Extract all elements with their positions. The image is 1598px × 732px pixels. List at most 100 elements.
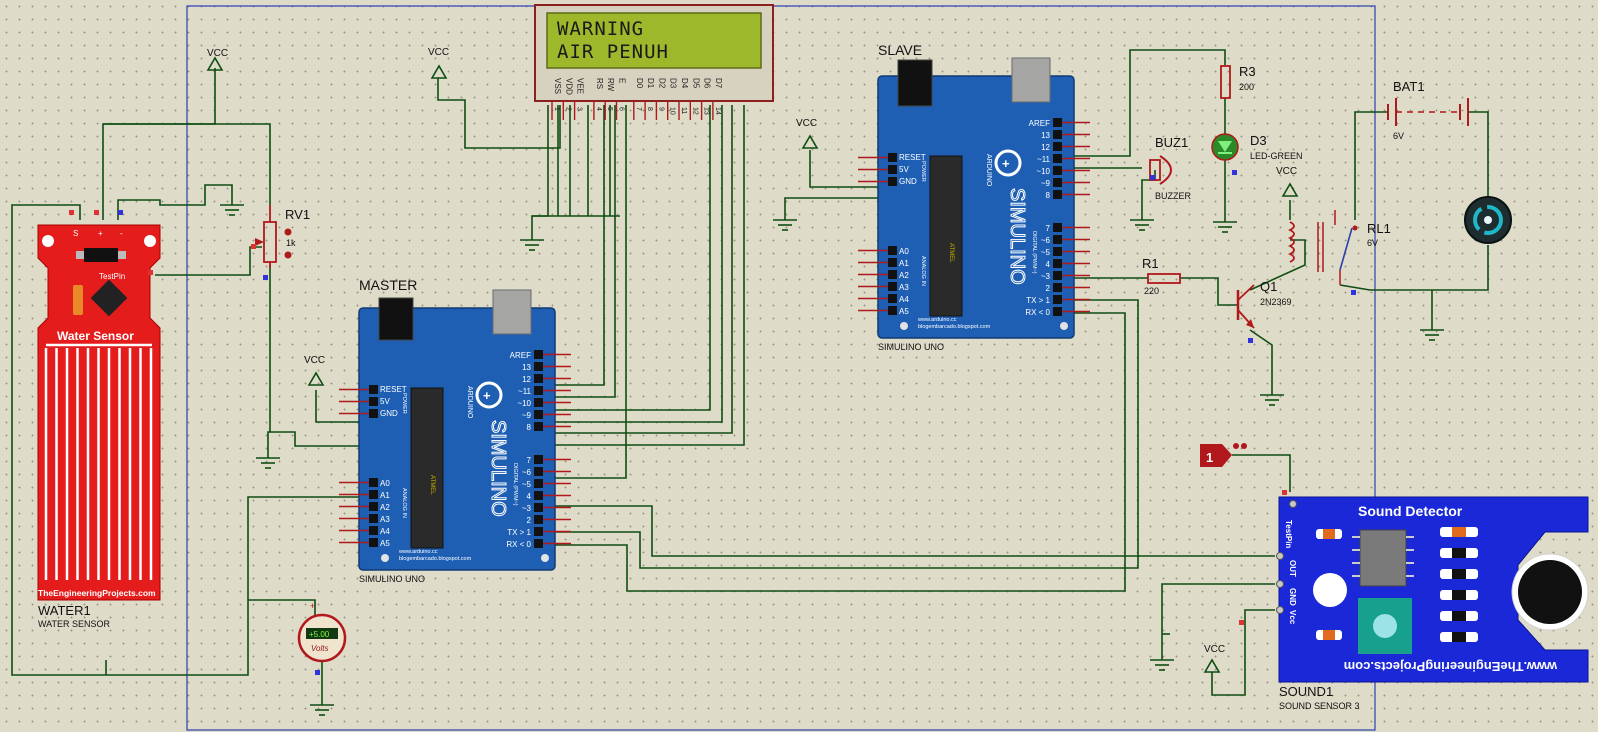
arduino-master[interactable]: ATMEL + SIMULINO ARDUINO DIGITAL (PWM~) …	[339, 289, 571, 571]
digital-pin-label: 12	[522, 375, 531, 384]
header-pin[interactable]	[369, 409, 378, 418]
lcd-pin-label: D6	[703, 78, 712, 89]
header-pin[interactable]	[534, 455, 543, 464]
svg-text:Sound Detector: Sound Detector	[1358, 503, 1463, 519]
header-pin[interactable]	[369, 514, 378, 523]
svg-text:www.arduino.cc: www.arduino.cc	[917, 317, 957, 323]
vcc-terminal[interactable]: VCC	[206, 48, 228, 71]
digital-pin-label: 8	[1046, 191, 1051, 200]
rl1-relay[interactable]	[1287, 210, 1358, 285]
adjust-down-icon[interactable]	[284, 251, 292, 259]
header-pin[interactable]	[1053, 307, 1062, 316]
header-pin[interactable]	[369, 490, 378, 499]
header-pin[interactable]	[369, 538, 378, 547]
header-pin[interactable]	[534, 350, 543, 359]
usb-port	[1011, 57, 1051, 103]
motor-icon[interactable]	[1464, 196, 1512, 244]
header-pin[interactable]	[1053, 235, 1062, 244]
header-pin[interactable]	[1053, 271, 1062, 280]
digital-pin-label: 4	[1046, 260, 1051, 269]
svg-text:blogembarcado.blogspot.com: blogembarcado.blogspot.com	[399, 556, 472, 562]
vcc-terminal[interactable]: VCC	[428, 47, 449, 79]
header-pin[interactable]	[1053, 247, 1062, 256]
adjust-up-icon[interactable]	[284, 228, 292, 236]
header-pin[interactable]	[888, 306, 897, 315]
header-pin[interactable]	[888, 258, 897, 267]
rv1-ref: RV1	[285, 207, 310, 222]
digital-pin-label: RX < 0	[506, 540, 531, 549]
header-pin[interactable]	[534, 467, 543, 476]
power-symbols: VCC VCC VCC VCC VCC VCC	[206, 47, 1444, 716]
header-pin[interactable]	[1053, 295, 1062, 304]
svg-text:TheEngineeringProjects.com: TheEngineeringProjects.com	[38, 588, 156, 598]
header-pin[interactable]	[534, 422, 543, 431]
header-pin[interactable]	[1053, 166, 1062, 175]
header-pin[interactable]	[1053, 154, 1062, 163]
smd-component	[1452, 611, 1466, 621]
header-pin[interactable]	[369, 526, 378, 535]
voltmeter[interactable]: +5.00 Volts +	[297, 601, 347, 663]
bat1-battery[interactable]	[1387, 98, 1469, 126]
header-pin[interactable]	[369, 397, 378, 406]
header-pin[interactable]	[1053, 178, 1062, 187]
header-pin[interactable]	[1053, 283, 1062, 292]
lcd-pin-label: D0	[635, 78, 644, 89]
d3-led[interactable]	[1211, 133, 1239, 161]
header-pin[interactable]	[534, 374, 543, 383]
header-pin[interactable]	[888, 165, 897, 174]
header-pin[interactable]	[1053, 190, 1062, 199]
sound-sensor-value: SOUND SENSOR 3	[1279, 701, 1360, 711]
power-pin-label: RESET	[380, 385, 407, 394]
digital-pin-label: 2	[527, 516, 532, 525]
header-pin[interactable]	[888, 294, 897, 303]
header-pin[interactable]	[534, 503, 543, 512]
lcd-pin-label: D3	[669, 78, 678, 89]
r3-resistor[interactable]	[1220, 65, 1231, 99]
header-pin[interactable]	[369, 502, 378, 511]
smd-component	[1452, 548, 1466, 558]
header-pin[interactable]	[888, 177, 897, 186]
atmega-chip	[929, 155, 963, 317]
vcc-terminal[interactable]: VCC	[1203, 644, 1225, 673]
header-pin[interactable]	[534, 362, 543, 371]
pin-state-markers	[69, 170, 1356, 675]
r1-value: 220	[1144, 286, 1159, 296]
r3-value: 200	[1239, 82, 1254, 92]
arduino-slave[interactable]: ATMEL + SIMULINO ARDUINO DIGITAL (PWM~) …	[858, 57, 1090, 339]
header-pin[interactable]	[534, 479, 543, 488]
sound-sensor[interactable]: Sound Detector TestPin OUT GND Vcc www.T…	[1278, 496, 1589, 683]
rv1-potentiometer[interactable]	[255, 205, 292, 268]
header-pin[interactable]	[534, 410, 543, 419]
master-label: MASTER	[359, 277, 417, 293]
header-pin[interactable]	[1053, 223, 1062, 232]
header-pin[interactable]	[888, 153, 897, 162]
r1-resistor[interactable]	[1147, 273, 1181, 284]
header-pin[interactable]	[534, 386, 543, 395]
sound-sensor-ref: SOUND1	[1279, 684, 1333, 699]
digital-pin-label: ~10	[517, 399, 531, 408]
q1-transistor[interactable]	[1236, 284, 1255, 329]
header-pin[interactable]	[1053, 142, 1062, 151]
header-pin[interactable]	[534, 398, 543, 407]
digital-pin-label: AREF	[1029, 119, 1050, 128]
header-pin[interactable]	[888, 270, 897, 279]
svg-text:TestPin: TestPin	[1284, 520, 1293, 548]
header-pin[interactable]	[534, 515, 543, 524]
lcd-display[interactable]: WARNING AIR PENUH VSS1VDD2VEE3RS4RW5E6D0…	[534, 4, 774, 120]
header-pin[interactable]	[534, 539, 543, 548]
header-pin[interactable]	[534, 491, 543, 500]
header-pin[interactable]	[534, 527, 543, 536]
header-pin[interactable]	[1053, 118, 1062, 127]
header-pin[interactable]	[888, 282, 897, 291]
water-sensor[interactable]: S + - TestPin Water Sensor TheEngineerin…	[37, 224, 161, 601]
vcc-terminal[interactable]: VCC	[304, 355, 325, 386]
header-pin[interactable]	[1053, 259, 1062, 268]
vcc-terminal[interactable]: VCC	[796, 118, 819, 149]
header-pin[interactable]	[1053, 130, 1062, 139]
vcc-terminal[interactable]: VCC	[1276, 166, 1299, 197]
probe-marker[interactable]: 1	[1200, 443, 1247, 467]
header-pin[interactable]	[888, 246, 897, 255]
header-pin[interactable]	[369, 385, 378, 394]
header-pin[interactable]	[369, 478, 378, 487]
analog-pin-label: A3	[899, 283, 909, 292]
